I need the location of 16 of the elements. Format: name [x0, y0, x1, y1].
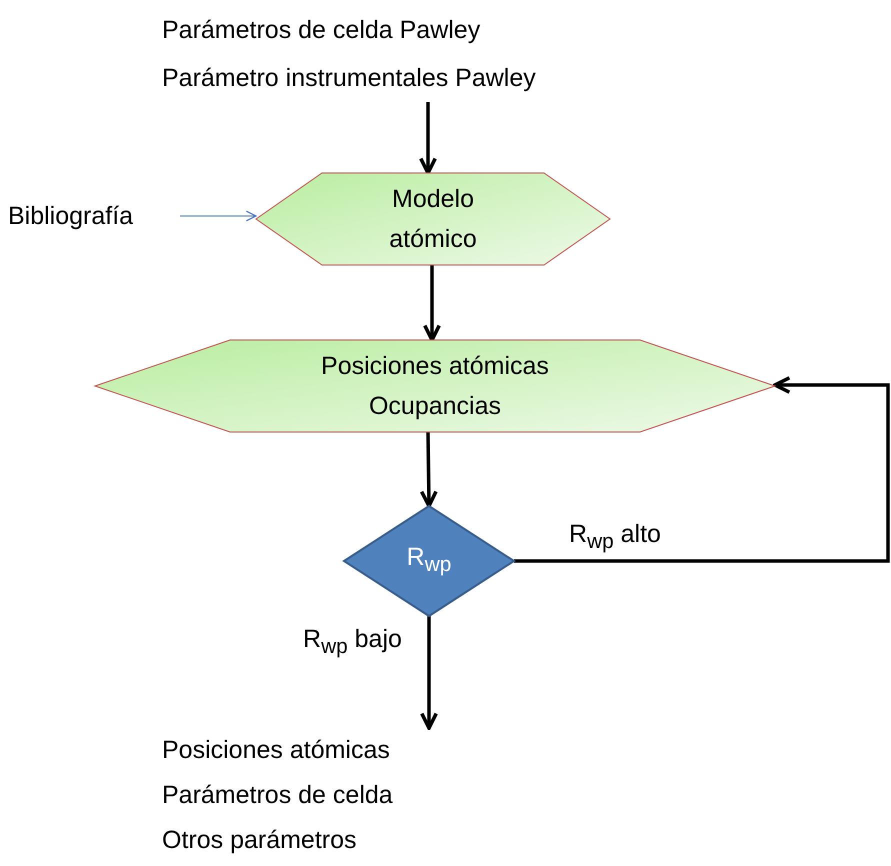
text-line: Posiciones atómicas: [162, 735, 390, 766]
arrow: [420, 616, 438, 730]
node-label: R$_{wp}$: [406, 542, 452, 578]
node-label: Posiciones atómicas: [321, 351, 549, 382]
arrow: [420, 432, 438, 508]
node-label: Modelo atómico: [388, 184, 478, 255]
arrow: [514, 376, 890, 563]
text-line: Parámetros de celda Pawley: [162, 15, 480, 46]
arrow: [423, 265, 441, 342]
arrow: [419, 102, 437, 175]
text-line: Bibliografía: [8, 201, 134, 232]
node-label: Ocupancias: [368, 391, 502, 422]
arrow: [180, 210, 257, 222]
text-line: Parámetros de celda: [162, 780, 393, 811]
text-line: Parámetro instrumentales Pawley: [162, 63, 536, 94]
text-line: Otros parámetros: [162, 825, 357, 856]
